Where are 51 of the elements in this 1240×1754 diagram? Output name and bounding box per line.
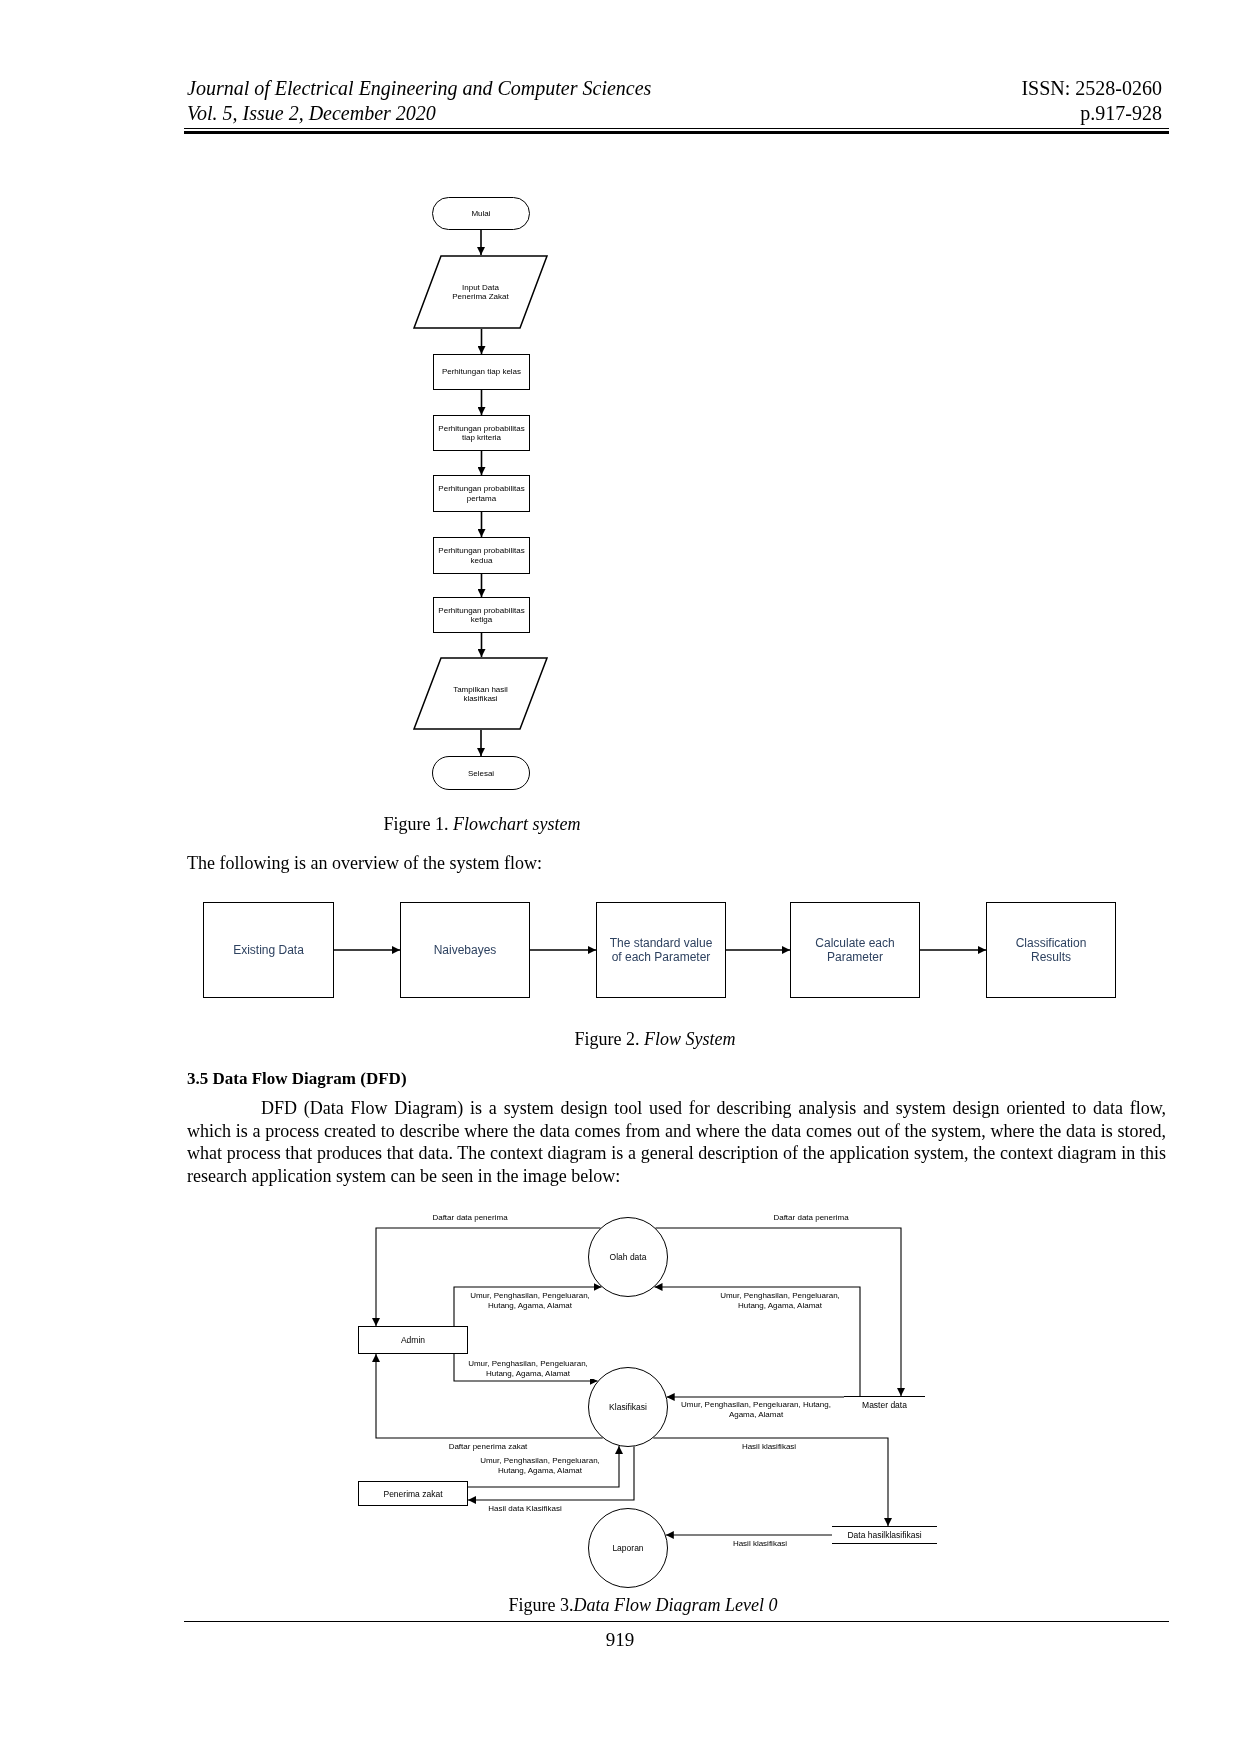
arrow xyxy=(372,1227,602,1327)
edge-label: Umur, Penghasilan, Pengeluaran, Hutang, Agama, Alamat xyxy=(681,1400,831,1420)
arrow xyxy=(477,328,486,355)
process-box: Classification Results xyxy=(986,902,1116,998)
page-number: 919 xyxy=(605,1628,635,1652)
process-box: Perhitungan probabilitas tiap kriteria xyxy=(433,415,530,451)
input-output-parallelogram: Input Data Penerima Zakat xyxy=(413,255,548,329)
input-output-parallelogram: Tampilkan hasil klasifikasi xyxy=(413,657,548,730)
running-header: ISSN: 2528-0260 xyxy=(1021,76,1162,101)
arrow xyxy=(477,729,485,757)
entity-box: Admin xyxy=(358,1326,468,1354)
process-box: Perhitungan tiap kelas xyxy=(433,354,530,390)
data-store: Data hasilklasifikasi xyxy=(832,1526,937,1544)
arrow xyxy=(333,946,401,954)
process-box: Existing Data xyxy=(203,902,334,998)
figure-caption: Figure 1. Flowchart system xyxy=(383,813,581,836)
arrow xyxy=(453,1353,599,1385)
running-header: Journal of Electrical Engineering and Computer Sciences xyxy=(187,76,652,101)
section-heading: 3.5 Data Flow Diagram (DFD) xyxy=(187,1068,407,1090)
figure-caption: Figure 3.Data Flow Diagram Level 0 xyxy=(508,1594,778,1617)
arrow xyxy=(477,229,485,256)
entity-box: Penerima zakat xyxy=(358,1481,468,1506)
figure-caption: Figure 2. Flow System xyxy=(574,1028,736,1051)
process-box: Calculate each Parameter xyxy=(790,902,920,998)
process-box: The standard value of each Parameter xyxy=(596,902,726,998)
arrow xyxy=(666,1393,845,1401)
body-text: The following is an overview of the system flow: xyxy=(187,852,542,875)
process-box: Perhitungan probabilitas kedua xyxy=(433,537,530,574)
arrow xyxy=(453,1283,603,1327)
data-store: Master data xyxy=(844,1396,925,1414)
arrow xyxy=(477,450,486,476)
paragraph: DFD (Data Flow Diagram) is a system design tool used for describing analysis and system design oriented to data flow, which is a process created to describe where the data comes from and where the data comes out of the system, where the data is stored, what process that produces that data. The context diagram is a general description of the application system, the context diagram in this research application system can be seen in the image below: xyxy=(187,1097,1166,1187)
arrow xyxy=(725,946,791,954)
arrow xyxy=(372,1353,604,1439)
arrow xyxy=(919,946,987,954)
running-header: p.917-928 xyxy=(1080,101,1162,126)
arrow xyxy=(477,511,486,538)
arrow xyxy=(477,389,486,416)
arrow xyxy=(467,1445,623,1488)
process-box: Perhitungan probabilitas ketiga xyxy=(433,597,530,633)
arrow xyxy=(467,1445,635,1504)
running-header: Vol. 5, Issue 2, December 2020 xyxy=(187,101,436,126)
arrow xyxy=(652,1437,892,1527)
arrow xyxy=(529,946,597,954)
process-box: Naivebayes xyxy=(400,902,530,998)
arrow xyxy=(477,632,486,658)
arrow xyxy=(477,573,486,598)
arrow xyxy=(654,1227,905,1397)
arrow xyxy=(653,1283,861,1397)
arrow xyxy=(665,1531,833,1539)
process-box: Perhitungan probabilitas pertama xyxy=(433,475,530,512)
